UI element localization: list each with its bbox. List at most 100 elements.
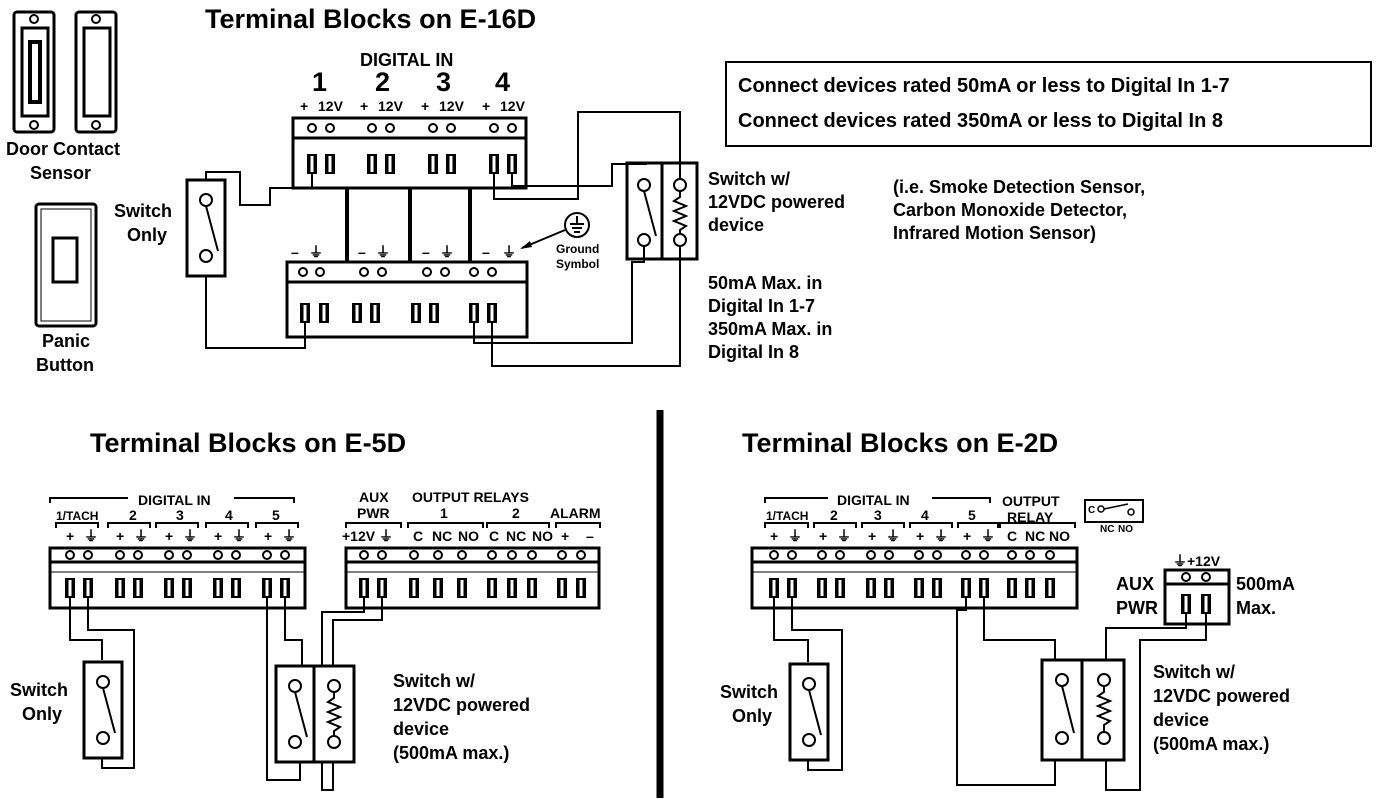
e2d-digital-relay-terminal-block [750,546,1079,610]
e16d-pin-bottom: – [422,244,430,260]
e5d-aux-pwr-label: PWR [357,505,390,521]
e2d-section: Terminal Blocks on E-2D DIGITAL IN 1/TAC… [720,428,1295,791]
e16d-current-note: 350mA Max. in [708,319,832,339]
e16d-channel-3: 3 [436,67,451,97]
e16d-upper-terminal-block [291,116,528,190]
e16d-digital-in-label: DIGITAL IN [360,50,453,70]
e5d-switch-only-label: Only [22,704,62,724]
e16d-current-note: Digital In 1-7 [708,296,815,316]
e16d-pin-top: + [360,98,368,114]
e5d-alarm-label: ALARM [550,505,601,521]
e2d-pin: ⏚ [886,528,900,544]
e2d-switch-powered-label: Switch w/ [1153,662,1235,682]
e2d-channel: 4 [921,507,929,523]
panic-button-label: Panic [42,331,90,351]
e16d-pin-top: + [482,98,490,114]
e5d-relay-num: 2 [512,505,520,521]
e2d-switch-powered-label: (500mA max.) [1153,734,1269,754]
e16d-switch-only-device [185,178,227,278]
e16d-channel-4: 4 [495,67,510,97]
e5d-relay-pin: C [413,528,423,544]
e5d-switch-only-label: Switch [10,680,68,700]
e2d-relay-pin: NC [1025,528,1045,544]
e2d-channel: 1/TACH [766,509,808,523]
door-contact-label: Door Contact [6,139,120,159]
e16d-switch-powered-label: device [708,215,764,235]
e16d-pin-bottom: – [358,244,366,260]
e16d-pin-bottom: – [482,244,490,260]
e5d-switch-powered-label: (500mA max.) [393,743,509,763]
e5d-channel: 2 [129,507,137,523]
e5d-pin: + [214,528,222,544]
e5d-powered-switch-device [274,664,356,764]
door-contact-label: Sensor [30,163,91,183]
e16d-powered-switch-device [625,161,699,261]
e2d-pin: ⏚ [934,528,948,544]
e16d-switch-powered-label: Switch w/ [708,169,790,189]
e16d-section: Terminal Blocks on E-16D DIGITAL IN 1 2 … [6,4,1372,375]
ground-symbol-label: Symbol [556,257,599,271]
e5d-pin: ⏚ [232,528,246,544]
e5d-alarm-pin: – [586,528,594,544]
e16d-lower-terminal-block [285,260,529,339]
e16d-pin-bottom: ⏚ [440,244,454,260]
e16d-example: Infrared Motion Sensor) [893,223,1096,243]
e16d-switch-only-label: Switch [114,201,172,221]
e5d-pin: ⏚ [183,528,197,544]
e5d-channel: 3 [176,507,184,523]
e5d-switch-only-device [82,660,124,760]
e16d-switch-only-label: Only [127,225,167,245]
e16d-pin-top: 12V [500,98,526,114]
e16d-current-note: 50mA Max. in [708,273,822,293]
door-contact-sensor-icon [12,10,118,134]
e5d-relay-pin: NO [532,528,553,544]
e2d-channel: 5 [968,507,976,523]
e16d-pin-top: 12V [318,98,344,114]
notice-line: Connect devices rated 50mA or less to Di… [738,75,1230,97]
e2d-switch-only-device [788,662,830,762]
e5d-pin: ⏚ [134,528,148,544]
relay-contact-icon: C NC NO [1084,499,1144,535]
e5d-channel: 1/TACH [56,509,98,523]
e5d-pin: + [66,528,74,544]
e2d-aux-power-terminal-block [1163,568,1231,626]
e16d-pin-top: + [421,98,429,114]
e2d-switch-powered-label: 12VDC powered [1153,686,1290,706]
e5d-relay-pin: NO [458,528,479,544]
e2d-pin: ⏚ [837,528,851,544]
e16d-pin-top: 12V [378,98,404,114]
e5d-alarm-pin: + [561,528,569,544]
e2d-pin-labels: + ⏚ + ⏚ + ⏚ + ⏚ + ⏚ [770,528,995,544]
panic-button-icon [34,202,98,328]
e5d-relay-pin: NC [506,528,526,544]
e2d-channel: 3 [874,507,882,523]
e2d-pin: ⏚ [981,528,995,544]
e5d-pin: + [264,528,272,544]
e16d-pin-bottom: – [291,244,299,260]
e2d-channel: 2 [830,507,838,523]
e2d-switch-powered-label: device [1153,710,1209,730]
e16d-pin-top: + [300,98,308,114]
e16d-channel-2: 2 [375,67,390,97]
e5d-pin: ⏚ [84,528,98,544]
e5d-section: Terminal Blocks on E-5D DIGITAL IN 1/TAC… [10,428,601,791]
e16d-example: (i.e. Smoke Detection Sensor, [893,177,1145,197]
e5d-relay-num: 1 [440,505,448,521]
notice-box [725,61,1372,147]
relay-icon-pin: C [1088,505,1095,516]
e2d-switch-only-label: Only [732,706,772,726]
e2d-pin: ⏚ [788,528,802,544]
e16d-pin-bottom: ⏚ [309,244,323,260]
e5d-relay-pin: C [489,528,499,544]
e5d-relay-pin: NC [432,528,452,544]
e2d-aux-max-label: Max. [1236,598,1276,618]
e16d-switch-powered-label: 12VDC powered [708,192,845,212]
relay-icon-pin: NC [1100,524,1114,535]
e5d-aux-pwr-label: AUX [359,489,389,505]
e16d-example: Carbon Monoxide Detector, [893,200,1127,220]
e5d-pin: + [165,528,173,544]
e5d-pin: + [116,528,124,544]
e2d-aux-pwr-label: AUX [1116,574,1154,594]
e5d-pin-labels: + ⏚ + ⏚ + ⏚ + ⏚ + ⏚ [66,528,296,544]
e2d-powered-switch-device [1040,658,1126,762]
